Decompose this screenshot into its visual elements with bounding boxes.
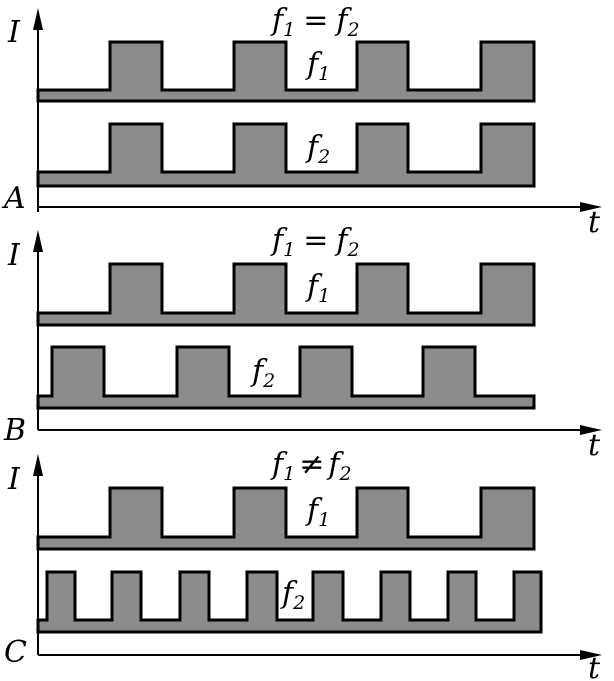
panel-c-label: C bbox=[4, 635, 27, 670]
panel-a-signal-1-label: f1 bbox=[305, 47, 330, 85]
panel-c-waveform-f1 bbox=[36, 486, 536, 551]
panel-b-x-axis-arrow bbox=[580, 425, 602, 435]
panel-b-signal-1-label: f1 bbox=[305, 269, 330, 307]
panel-b-x-axis-label: t bbox=[588, 428, 601, 463]
panel-b: I t B f1=f2 f1 f2 bbox=[3, 223, 602, 463]
panel-c-signal-2-label: f2 bbox=[280, 576, 305, 614]
panel-a: I t A f1=f2 f1 f2 bbox=[1, 3, 602, 240]
panel-c-y-axis-arrow bbox=[33, 454, 43, 476]
panel-a-waveform-f1 bbox=[36, 40, 536, 103]
panel-a-label: A bbox=[1, 181, 26, 216]
panel-c: I t C f1≠f2 f1 f2 bbox=[4, 447, 602, 681]
panel-b-signal-2-label: f2 bbox=[250, 354, 275, 392]
panel-a-y-axis-arrow bbox=[33, 8, 43, 30]
panel-b-equation: f1=f2 bbox=[270, 223, 360, 261]
panel-c-signal-1-label: f1 bbox=[305, 493, 330, 531]
panel-c-waveform-f2 bbox=[36, 570, 543, 634]
panel-c-equation: f1≠f2 bbox=[270, 447, 352, 485]
panel-a-x-axis-arrow bbox=[580, 202, 602, 212]
panel-a-y-axis-label: I bbox=[7, 15, 21, 50]
panel-c-x-axis-label: t bbox=[588, 651, 601, 681]
panel-a-signal-2-label: f2 bbox=[305, 130, 330, 168]
panel-a-equation: f1=f2 bbox=[270, 3, 360, 41]
panel-a-x-axis-label: t bbox=[588, 205, 601, 240]
panel-b-waveform-f1 bbox=[36, 262, 536, 327]
panel-b-label: B bbox=[3, 413, 26, 448]
panel-a-waveform-f2 bbox=[36, 122, 536, 188]
panel-c-y-axis-label: I bbox=[7, 462, 21, 497]
panel-b-y-axis-label: I bbox=[7, 238, 21, 273]
panel-b-waveform-f2 bbox=[36, 345, 536, 410]
panel-c-x-axis-arrow bbox=[580, 650, 602, 660]
panel-b-y-axis-arrow bbox=[33, 230, 43, 252]
